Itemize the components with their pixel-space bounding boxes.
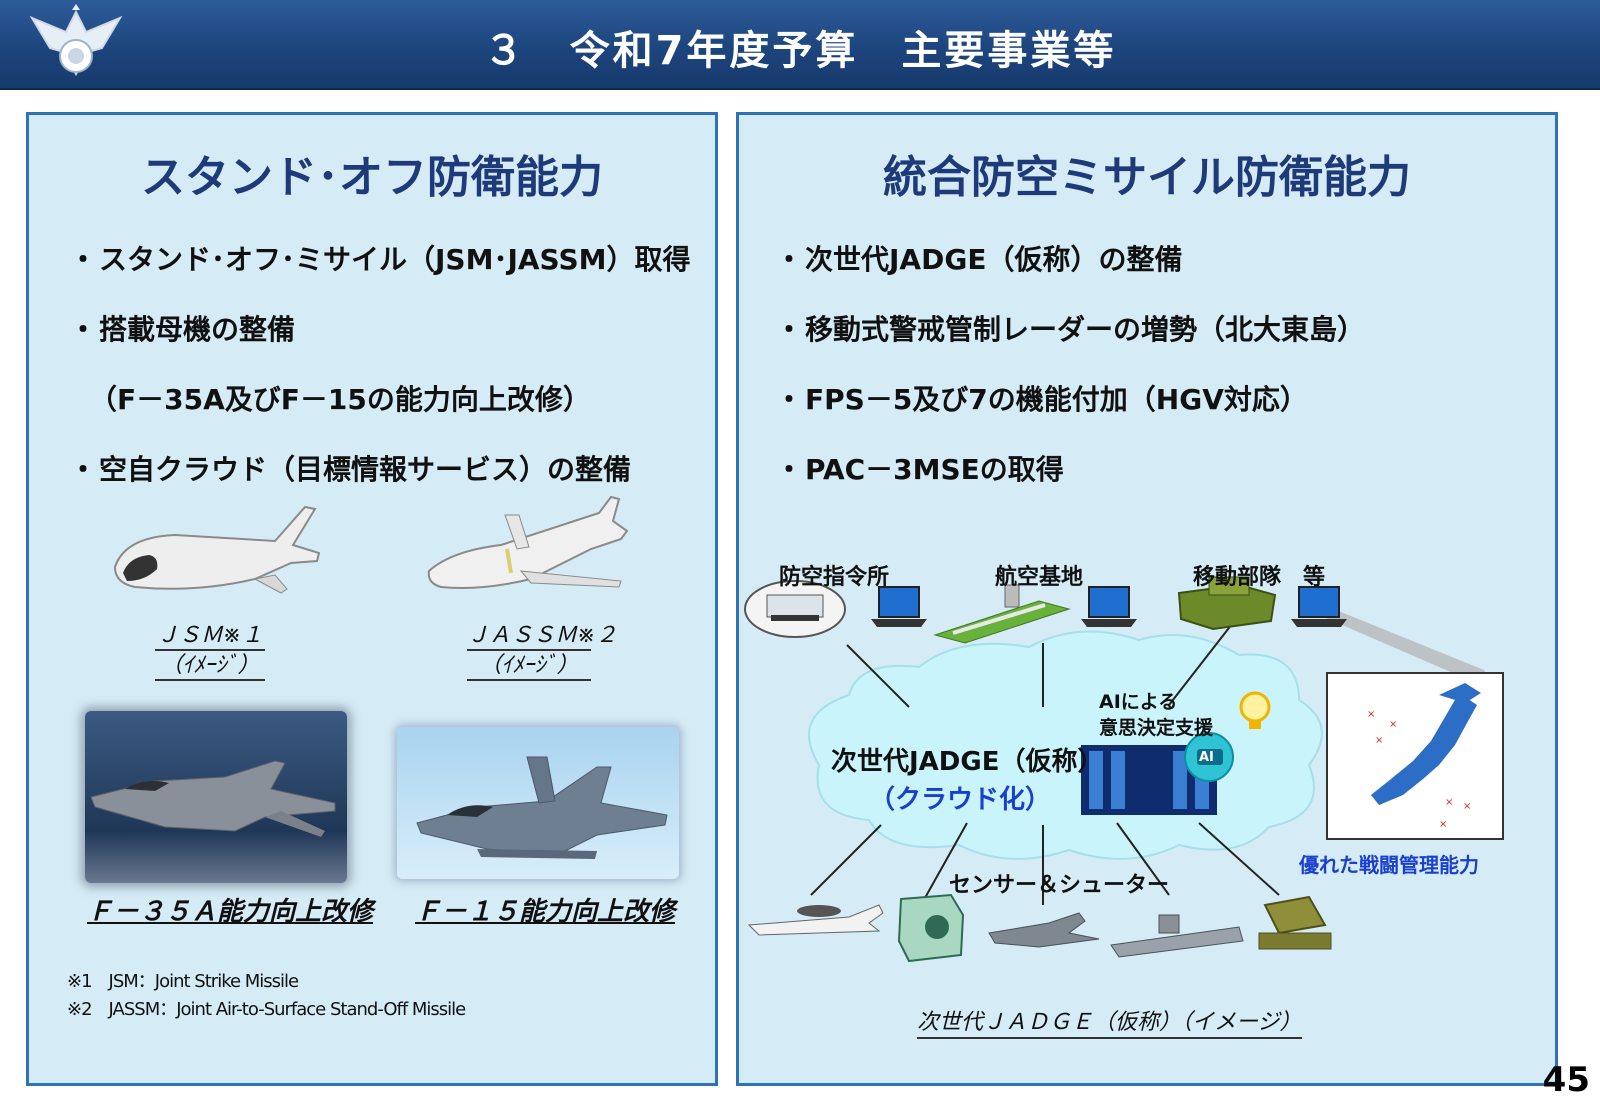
laptop-icon bbox=[1291, 586, 1347, 627]
svg-text:×: × bbox=[1375, 735, 1383, 746]
svg-text:×: × bbox=[1367, 709, 1375, 720]
f15-caption: Ｆ－１５能力向上改修 bbox=[415, 897, 676, 927]
svg-text:×: × bbox=[1463, 801, 1471, 812]
node-label-mobile-unit: 移動部隊 等 bbox=[1193, 565, 1326, 590]
radar-site-icon bbox=[897, 893, 965, 963]
f15-photo bbox=[397, 727, 679, 879]
cloud-subtitle: （クラウド化） bbox=[869, 785, 1052, 815]
map-callout-shape bbox=[1304, 597, 1499, 693]
svg-text:×: × bbox=[1439, 819, 1447, 830]
page-number: 45 bbox=[1542, 1060, 1590, 1100]
command-post-icon bbox=[744, 580, 846, 638]
jadge-diagram: × × × × × × bbox=[744, 576, 1504, 963]
svg-text:×: × bbox=[1389, 719, 1397, 730]
jasdf-emblem-icon bbox=[29, 4, 123, 77]
patriot-launcher-icon bbox=[1258, 895, 1332, 950]
standoff-panel-title: スタンド･オフ防衛能力 bbox=[141, 152, 603, 203]
link-line bbox=[1168, 614, 1240, 706]
laptop-icon bbox=[1081, 586, 1137, 627]
f35a-photo bbox=[85, 711, 347, 883]
footnote-jassm: ※2 JASSM：Joint Air-to-Surface Stand-Off … bbox=[67, 999, 466, 1020]
jassm-image-note: （ｲﾒｰｼﾞ） bbox=[467, 653, 591, 681]
jassm-missile-image bbox=[427, 495, 629, 589]
link-line bbox=[810, 824, 882, 896]
jsm-missile-image bbox=[113, 505, 321, 594]
lightbulb-icon bbox=[1239, 691, 1271, 729]
list-item: ・次世代JADGE（仮称）の整備 bbox=[775, 243, 1183, 276]
ai-badge-label: AI bbox=[1199, 750, 1214, 765]
ai-brain-icon bbox=[1184, 732, 1234, 782]
link-line bbox=[846, 644, 910, 708]
jsm-image-note: （ｲﾒｰｼﾞ） bbox=[155, 653, 265, 681]
ai-decision-label-line2: 意思決定支援 bbox=[1099, 717, 1214, 739]
sensor-shooter-label: センサー＆シューター bbox=[949, 873, 1170, 898]
f35a-aircraft-icon bbox=[90, 760, 336, 837]
air-base-icon bbox=[933, 584, 1071, 644]
node-label-air-defense-command: 防空指令所 bbox=[779, 565, 890, 590]
list-item: ・スタンド･オフ･ミサイル（JSM･JASSM）取得 bbox=[69, 243, 691, 276]
list-item: ・搭載母機の整備 bbox=[69, 313, 296, 346]
awacs-aircraft-icon bbox=[747, 904, 884, 936]
ai-decision-label-line1: AIによる bbox=[1099, 691, 1178, 713]
link-line bbox=[1116, 822, 1170, 896]
header-bar: ３ 令和7年度予算 主要事業等 bbox=[0, 0, 1600, 90]
iamd-panel: 統合防空ミサイル防衛能力 ・次世代JADGE（仮称）の整備 ・移動式警戒管制レー… bbox=[736, 112, 1558, 1086]
link-line bbox=[920, 822, 968, 906]
list-item: （F－35A及びF－15の能力向上改修） bbox=[89, 383, 591, 416]
cloud-title: 次世代JADGE（仮称） bbox=[831, 747, 1104, 777]
standoff-panel: スタンド･オフ防衛能力 ・スタンド･オフ･ミサイル（JSM･JASSM）取得 ・… bbox=[26, 112, 718, 1086]
diagram-caption: 次世代ＪＡＤＧＥ（仮称）（イメージ） bbox=[917, 1009, 1302, 1039]
node-label-air-base: 航空基地 bbox=[995, 565, 1084, 590]
japan-map-image: × × × × × × bbox=[1326, 672, 1504, 840]
mobile-radar-unit-icon bbox=[1177, 576, 1277, 631]
svg-text:×: × bbox=[1445, 797, 1453, 808]
battle-management-caption: 優れた戦闘管理能力 bbox=[1299, 853, 1479, 877]
f15-aircraft-icon bbox=[416, 756, 668, 859]
list-item: ・移動式警戒管制レーダーの増勢（北大東島） bbox=[775, 313, 1366, 346]
iamd-panel-title: 統合防空ミサイル防衛能力 bbox=[883, 152, 1411, 203]
list-item: ・PAC－3MSEの取得 bbox=[775, 453, 1064, 486]
jassm-caption: ＪＡＳＳＭ※２ bbox=[467, 623, 617, 651]
fighter-jet-icon bbox=[988, 912, 1100, 948]
iamd-bullet-list: ・次世代JADGE（仮称）の整備 ・移動式警戒管制レーダーの増勢（北大東島） ・… bbox=[775, 225, 1365, 505]
page-title: ３ 令和7年度予算 主要事業等 bbox=[483, 28, 1117, 74]
footnote-jsm: ※1 JSM：Joint Strike Missile bbox=[67, 971, 299, 992]
laptop-icon bbox=[871, 586, 927, 627]
link-line bbox=[1198, 822, 1280, 896]
list-item: ・FPS－5及び7の機能付加（HGV対応） bbox=[775, 383, 1308, 416]
destroyer-ship-icon bbox=[1110, 914, 1244, 958]
jsm-caption: ＪＳＭ※１ bbox=[155, 623, 265, 651]
standoff-bullet-list: ・スタンド･オフ･ミサイル（JSM･JASSM）取得 ・搭載母機の整備 （F－3… bbox=[69, 225, 690, 505]
f35a-caption: Ｆ－３５Ａ能力向上改修 bbox=[87, 897, 374, 927]
list-item: ・空自クラウド（目標情報サービス）の整備 bbox=[69, 453, 632, 486]
